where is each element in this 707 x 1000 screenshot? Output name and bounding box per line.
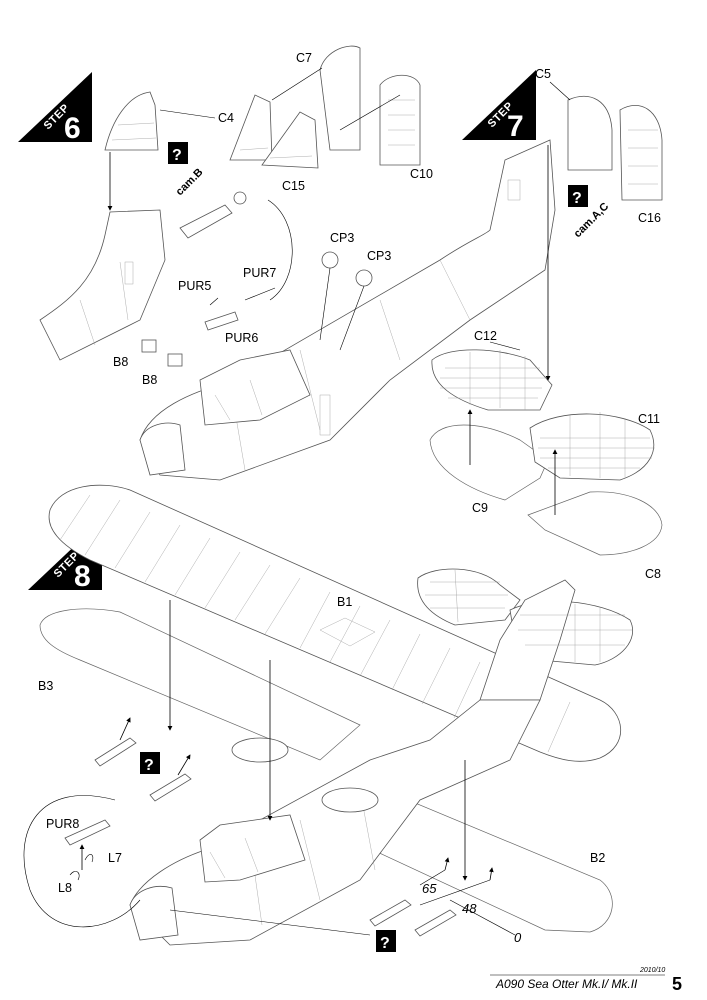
step-7-number: 7: [507, 110, 524, 143]
tailplane-c11: [529, 412, 655, 481]
label-cp3-b: CP3: [367, 249, 391, 263]
part-b8-b: [167, 353, 183, 367]
label-c7: C7: [296, 51, 312, 65]
label-c4: C4: [218, 111, 234, 125]
label-pur6: PUR6: [225, 331, 258, 345]
label-b8-b: B8: [142, 373, 157, 387]
label-c12: C12: [474, 329, 497, 343]
rudder-part-c10: [379, 74, 421, 166]
page-number: 5: [672, 974, 682, 994]
strut-dimensions: [419, 857, 516, 936]
question-mark-step7: ?: [572, 190, 582, 207]
upper-wing-b1: [48, 484, 622, 762]
fuselage-tail-step6: [39, 209, 166, 361]
question-mark-step6: ?: [172, 147, 182, 164]
label-cp3-a: CP3: [330, 231, 354, 245]
rudder-part-c15: [229, 94, 319, 169]
dimension-0: 0: [514, 930, 522, 945]
label-pur5: PUR5: [178, 279, 211, 293]
label-c15: C15: [282, 179, 305, 193]
tailplane-c9: [429, 424, 549, 501]
tailplane-c12: [431, 349, 553, 411]
fuselage-step8: [129, 699, 541, 946]
fuselage-step7: [139, 139, 556, 481]
part-b8-a: [141, 339, 157, 353]
fin-part-step6: [104, 91, 159, 151]
label-l8: L8: [58, 881, 72, 895]
question-box-step8-b: ?: [376, 930, 396, 952]
camo-ref-b: cam.B: [174, 166, 206, 198]
step-8-number: 8: [74, 560, 91, 593]
label-c9: C9: [472, 501, 488, 515]
detail-circle: [23, 795, 141, 928]
label-b8-a: B8: [113, 355, 128, 369]
pur-parts: [204, 287, 276, 331]
interplane-struts: [94, 737, 457, 937]
label-b2: B2: [590, 851, 605, 865]
tailplane-c8: [527, 491, 663, 556]
footer-date: 2010/10: [639, 967, 665, 974]
question-box-step8-a: ?: [140, 752, 160, 774]
step-6-number: 6: [64, 112, 81, 145]
rudder-part-c7: [319, 45, 361, 151]
step-7-badge: STEP 7: [462, 70, 536, 143]
tail-assembly-step8: [417, 568, 633, 701]
step-6-badge: STEP 6: [18, 72, 92, 145]
question-mark-step8-a: ?: [144, 757, 154, 774]
question-box-step7: ?: [568, 185, 588, 207]
label-b1: B1: [337, 595, 352, 609]
footer-title: A090 Sea Otter Mk.I/ Mk.II: [495, 977, 638, 991]
page-footer: 2010/10 A090 Sea Otter Mk.I/ Mk.II 5: [490, 967, 682, 994]
tail-wheel-assembly: [179, 191, 293, 301]
label-pur8: PUR8: [46, 817, 79, 831]
question-box-step6: ?: [168, 142, 188, 164]
lower-wing-b3: [39, 608, 361, 761]
dimension-48: 48: [462, 901, 477, 916]
label-b3: B3: [38, 679, 53, 693]
label-c11: C11: [638, 412, 660, 426]
label-c5: C5: [535, 67, 551, 81]
part-cp3-b: [355, 269, 373, 287]
label-pur7: PUR7: [243, 266, 276, 280]
label-l7: L7: [108, 851, 122, 865]
dimension-65: 65: [422, 881, 437, 896]
label-c16: C16: [638, 211, 661, 225]
part-cp3-a: [321, 251, 339, 269]
rudder-part-c16: [619, 105, 663, 201]
rudder-part-c5: [567, 95, 613, 171]
label-c8: C8: [645, 567, 661, 581]
label-c10: C10: [410, 167, 433, 181]
question-mark-step8-b: ?: [380, 935, 390, 952]
